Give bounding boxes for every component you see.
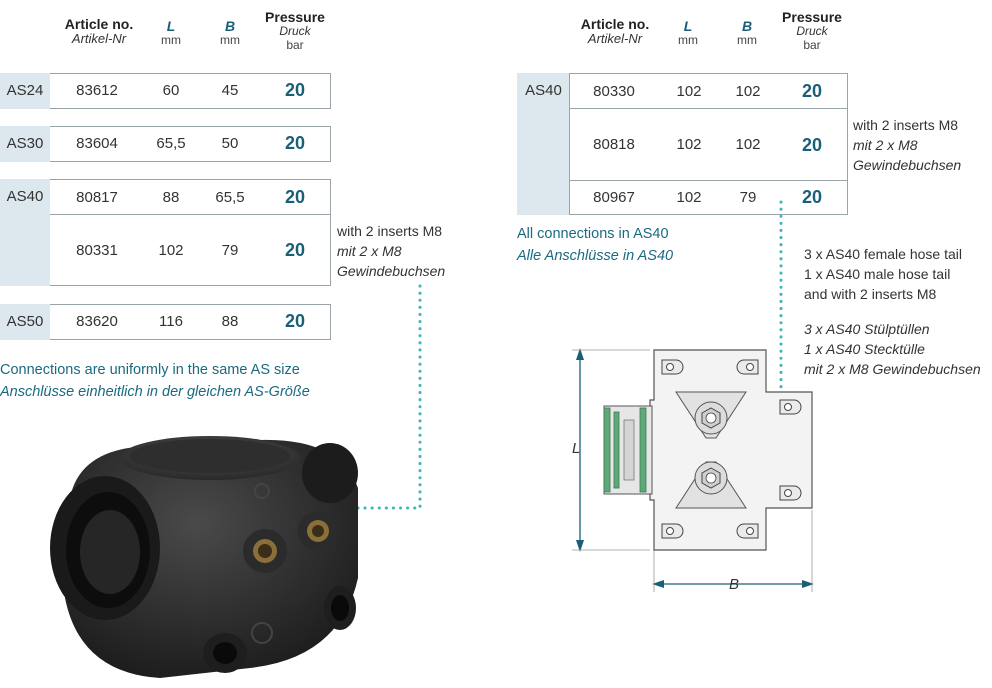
header-b-unit: mm [220, 33, 240, 48]
l-cell: 65,5 [156, 135, 186, 152]
l-cell: 102 [676, 136, 702, 153]
left-note-de-1: mit 2 x M8 [337, 243, 402, 259]
header-l-symbol: L [683, 18, 693, 34]
group-box-as30 [50, 126, 331, 162]
header-b-symbol: B [224, 18, 236, 34]
right-note-de-1: mit 2 x M8 [853, 137, 918, 153]
desc-en-2: 1 x AS40 male hose tail [804, 266, 951, 282]
dimension-label-l: L [572, 440, 581, 457]
group-box-as40-right [569, 73, 848, 215]
group-box-as50 [50, 304, 331, 340]
group-label-as50: AS50 [0, 304, 50, 340]
technical-drawing [572, 348, 814, 592]
article-cell: 83604 [76, 135, 118, 152]
right-header-b: B mm [732, 18, 762, 48]
desc-de-2: 1 x AS40 Stecktülle [804, 341, 925, 357]
group-box-as40 [50, 179, 331, 286]
l-cell: 60 [162, 82, 180, 99]
b-cell: 102 [735, 136, 761, 153]
article-cell: 80818 [593, 136, 635, 153]
article-cell: 80330 [593, 83, 635, 100]
header-article-en: Article no. [64, 16, 134, 32]
left-caption-de: Anschlüsse einheitlich in der gleichen A… [0, 384, 310, 400]
pressure-cell: 20 [801, 81, 823, 101]
right-caption-de: Alle Anschlüsse in AS40 [517, 248, 674, 264]
header-pressure-unit: bar [803, 37, 821, 52]
desc-en-3: and with 2 inserts M8 [804, 286, 937, 302]
pressure-cell: 20 [801, 187, 823, 207]
right-header-l: L mm [673, 18, 703, 48]
dimension-label-b: B [729, 576, 740, 593]
pressure-cell: 20 [801, 135, 823, 155]
left-insert-note: with 2 inserts M8 mit 2 x M8 Gewindebuch… [337, 221, 477, 281]
left-note-en: with 2 inserts M8 [337, 223, 443, 239]
b-cell: 79 [221, 242, 239, 259]
right-insert-note: with 2 inserts M8 mit 2 x M8 Gewindebuch… [853, 115, 991, 175]
left-header-l: L mm [156, 18, 186, 48]
right-note-de-2: Gewindebuchsen [853, 157, 962, 173]
l-cell: 102 [676, 83, 702, 100]
right-caption-en: All connections in AS40 [517, 226, 669, 242]
desc-en-1: 3 x AS40 female hose tail [804, 246, 962, 262]
b-cell: 79 [739, 189, 757, 206]
header-pressure-en: Pressure [265, 9, 325, 25]
header-b-unit: mm [737, 33, 757, 48]
header-pressure-en: Pressure [782, 9, 842, 25]
desc-de-1: 3 x AS40 Stülptüllen [804, 321, 930, 337]
group-label-as24: AS24 [0, 73, 50, 109]
header-pressure-unit: bar [286, 37, 304, 52]
header-pressure-de: Druck [796, 24, 828, 39]
left-header-article: Article no. Artikel-Nr [56, 16, 142, 47]
right-description: 3 x AS40 female hose tail 1 x AS40 male … [804, 244, 992, 379]
group-label-as40: AS40 [0, 179, 50, 286]
pressure-cell: 20 [284, 133, 306, 153]
b-cell: 65,5 [215, 189, 245, 206]
b-cell: 88 [221, 313, 239, 330]
header-article-en: Article no. [580, 16, 650, 32]
b-cell: 50 [221, 135, 239, 152]
pressure-cell: 20 [284, 187, 306, 207]
l-cell: 102 [676, 189, 702, 206]
l-cell: 102 [158, 242, 184, 259]
header-pressure-de: Druck [279, 24, 311, 39]
row-divider [50, 214, 331, 215]
left-note-de-2: Gewindebuchsen [337, 263, 446, 279]
header-article-de: Artikel-Nr [71, 31, 127, 47]
distributor-photo [50, 436, 358, 678]
left-header-pressure: Pressure Druck bar [260, 9, 330, 53]
header-article-de: Artikel-Nr [587, 31, 643, 47]
b-cell: 102 [735, 83, 761, 100]
desc-de-3: mit 2 x M8 Gewindebuchsen [804, 361, 981, 377]
article-cell: 80817 [76, 189, 118, 206]
right-note-en: with 2 inserts M8 [853, 117, 959, 133]
right-header-pressure: Pressure Druck bar [776, 9, 848, 53]
b-cell: 45 [221, 82, 239, 99]
row-divider [569, 180, 848, 181]
article-cell: 83612 [76, 82, 118, 99]
group-label-as30: AS30 [0, 126, 50, 162]
group-label-as40-right: AS40 [517, 73, 570, 215]
group-box-as24 [50, 73, 331, 109]
header-b-symbol: B [741, 18, 753, 34]
header-l-unit: mm [678, 33, 698, 48]
article-cell: 83620 [76, 313, 118, 330]
article-cell: 80331 [76, 242, 118, 259]
left-header-b: B mm [215, 18, 245, 48]
left-caption-en: Connections are uniformly in the same AS… [0, 362, 300, 378]
pressure-cell: 20 [284, 80, 306, 100]
pressure-cell: 20 [284, 311, 306, 331]
header-l-unit: mm [161, 33, 181, 48]
l-cell: 116 [159, 313, 183, 330]
header-l-symbol: L [166, 18, 176, 34]
article-cell: 80967 [593, 189, 635, 206]
pressure-cell: 20 [284, 240, 306, 260]
row-divider [569, 108, 848, 109]
right-header-article: Article no. Artikel-Nr [572, 16, 658, 47]
l-cell: 88 [162, 189, 180, 206]
